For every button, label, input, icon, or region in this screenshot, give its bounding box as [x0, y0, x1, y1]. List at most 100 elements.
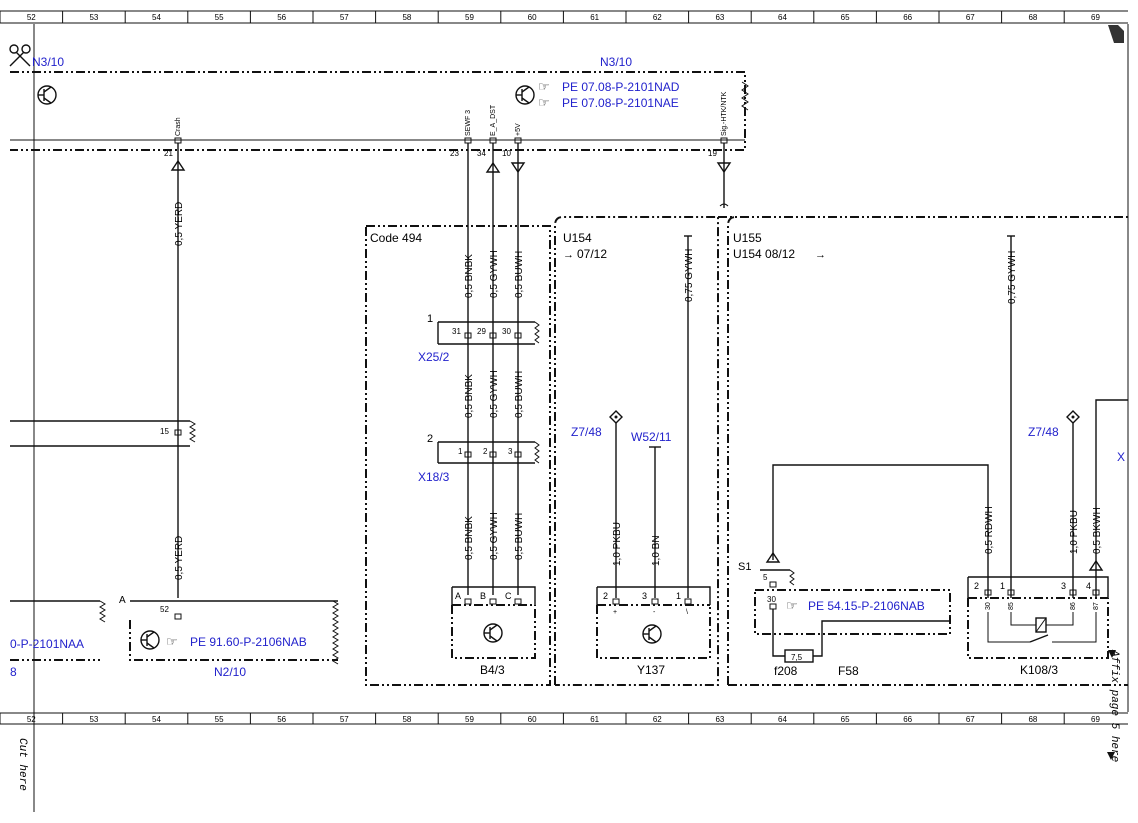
pin-number: 30 [502, 327, 511, 336]
grid-column-number: 58 [402, 13, 411, 22]
splice-pin: 15 [160, 427, 169, 436]
pin-name: +5V [515, 123, 522, 136]
wire-label: 0,5 GYWH [489, 370, 500, 418]
y137-region: U154 → 07/12 0,75 GYWH Z7/48 W52/11 1,0 … [554, 143, 1128, 686]
grid-column-number: 57 [340, 13, 349, 22]
u155-region: U155 U154 08/12 → 0,75 GYWH 0,5 RDWH Z7/… [727, 216, 1128, 686]
grid-column-number: 66 [903, 13, 912, 22]
n3-10-left-label: N3/10 [32, 55, 64, 69]
pin-number: 2 [603, 591, 608, 601]
grid-column-number: 52 [27, 715, 36, 724]
grid-column-number: 64 [778, 13, 787, 22]
u154-ref-label: 07/12 [577, 247, 607, 261]
affix-page-label: Affix page 5 here [1108, 649, 1120, 762]
pin-number: 30 [767, 595, 776, 604]
transistor-icon [140, 630, 160, 650]
x25-2-label: X25/2 [418, 350, 450, 364]
pointing-hand-icon: ☞ [166, 634, 178, 649]
wire-label: 0,5 GYWH [489, 512, 500, 560]
pin-number: 87 [1093, 602, 1100, 610]
n2-10-label: N2/10 [214, 665, 246, 679]
n3-10-control-unit: N3/10 N3/10 ☞ PE 07.08-P-2101NAD ☞ PE 07… [10, 55, 749, 151]
wire-label: 0,5 RDWH [984, 506, 995, 554]
wire-label: 0,5 BNBK [464, 254, 475, 298]
connector-number: 2 [427, 433, 433, 445]
pe-f58-link[interactable]: PE 54.15-P-2106NAB [808, 599, 925, 613]
pin-number: 3 [508, 447, 513, 456]
y137-label: Y137 [637, 663, 665, 677]
wire-label: 0,5 GYWH [489, 250, 500, 298]
grid-column-number: 61 [590, 715, 599, 724]
pin-name: Sig.-HTK/NTK [721, 91, 728, 136]
wire-label: 0,5 YERD [174, 536, 185, 580]
wire-label: 1,0 BN [651, 535, 662, 566]
grid-column-number: 59 [465, 13, 474, 22]
pin-name: SEWF 3 [465, 110, 472, 136]
wire-label: 0,5 BKWH [1092, 507, 1103, 554]
pin-name: Crash [175, 117, 182, 136]
grid-column-number: 68 [1028, 13, 1037, 22]
grid-column-number: 64 [778, 715, 787, 724]
code-494-region: Code 494 0,5 BNBK 0,5 GYWH 0,5 BUWH 0,5 … [365, 143, 551, 686]
ref-8-link[interactable]: 8 [10, 665, 17, 679]
pe-n2-10-link[interactable]: PE 91.60-P-2106NAB [190, 635, 307, 649]
pe-naa-link[interactable]: 0-P-2101NAA [10, 637, 84, 651]
u155-label: U155 [733, 231, 762, 245]
z7-48-b-label: Z7/48 [1028, 425, 1059, 439]
pin-number: 1 [676, 591, 681, 601]
f208-label: f208 [774, 664, 798, 678]
wire-label: 0,75 GYWH [684, 249, 695, 302]
grid-column-number: 66 [903, 715, 912, 724]
pin-number: 31 [452, 327, 461, 336]
pin-label: B [480, 591, 486, 601]
n3-10-pins: Crash 21 SEWF 3 23 E_A_DST 34 +5V 10 Sig… [164, 91, 728, 158]
pin-number: 1 [458, 447, 463, 456]
grid-column-number: 67 [966, 13, 975, 22]
z7-48-label: Z7/48 [571, 425, 602, 439]
transistor-icon [483, 623, 503, 643]
wire-label: 0,5 BUWH [514, 513, 525, 560]
wire-label: 1,0 PKBU [1069, 510, 1080, 554]
x18-3-connector: 2 1 2 3 X18/3 [418, 433, 540, 484]
x-partial-label[interactable]: X [1117, 450, 1125, 464]
pe-nad-link[interactable]: PE 07.08-P-2101NAD [562, 80, 680, 94]
pin-number: 2 [483, 447, 488, 456]
n3-10-center-label: N3/10 [600, 55, 632, 69]
pin-symbol: - [653, 609, 656, 616]
s1-label: S1 [738, 561, 751, 573]
u154-right-label: U154 08/12 [733, 247, 795, 261]
grid-column-number: 53 [89, 13, 98, 22]
grid-column-number: 57 [340, 715, 349, 724]
pe-nae-link[interactable]: PE 07.08-P-2101NAE [562, 96, 679, 110]
wire-label: 0,5 BUWH [514, 371, 525, 418]
wire-label: 0,75 GYWH [1007, 251, 1018, 304]
grid-column-number: 69 [1091, 715, 1100, 724]
wire-label: 0,5 BNBK [464, 374, 475, 418]
grid-column-number: 65 [841, 715, 850, 724]
transistor-icon [37, 85, 57, 105]
pin-number: 10 [502, 149, 511, 158]
x18-3-label: X18/3 [418, 470, 450, 484]
connector-a-label: A [119, 595, 126, 606]
code-494-label: Code 494 [370, 231, 422, 245]
grid-column-number: 62 [653, 715, 662, 724]
b4-3-sensor: A B C B4/3 [451, 586, 536, 677]
grid-column-number: 65 [841, 13, 850, 22]
pin-number: 1 [1000, 581, 1005, 591]
pointing-hand-icon: ☞ [538, 79, 550, 94]
n2-10-unit: A 52 0-P-2101NAA 8 ☞ PE 91.60-P-2106NAB … [10, 595, 339, 679]
pin-name: E_A_DST [490, 104, 497, 136]
pin-number: 34 [477, 149, 486, 158]
pin-number: 23 [450, 149, 459, 158]
pin-number: 2 [974, 581, 979, 591]
grid-column-number: 67 [966, 715, 975, 724]
transistor-icon [515, 85, 535, 105]
pin-number: 85 [1008, 602, 1015, 610]
pin-number: 52 [160, 605, 169, 614]
grid-column-number: 56 [277, 715, 286, 724]
grid-column-number: 69 [1091, 13, 1100, 22]
grid-column-number: 61 [590, 13, 599, 22]
grid-column-number: 55 [215, 715, 224, 724]
